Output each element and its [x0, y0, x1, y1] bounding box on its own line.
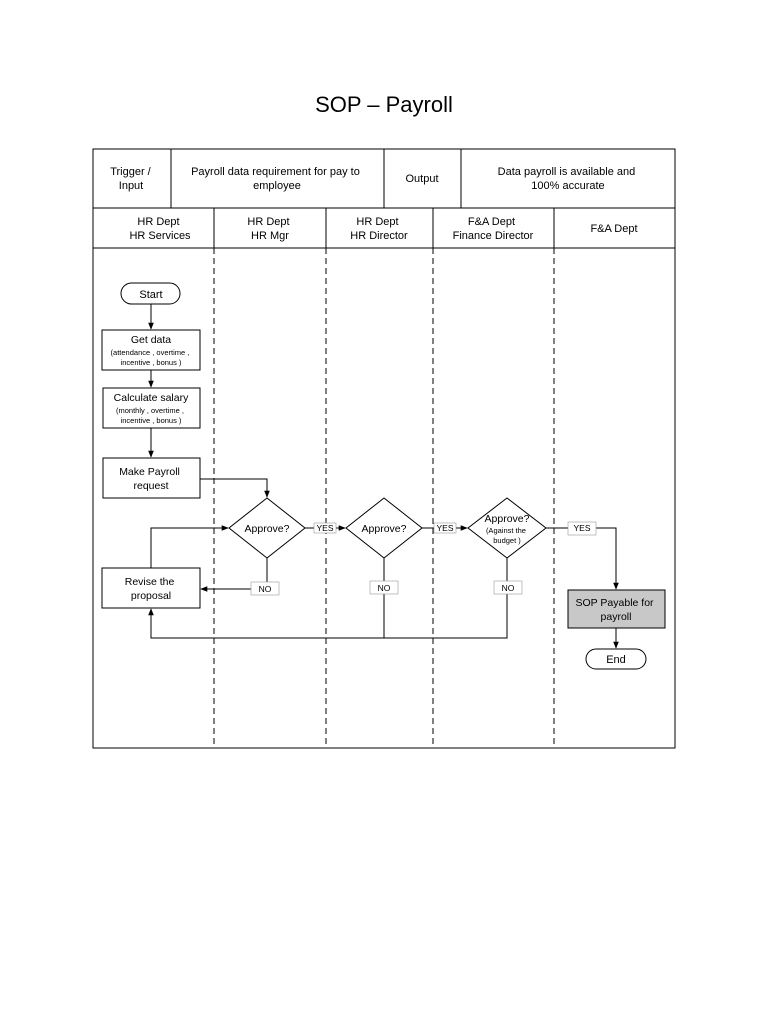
arrow-fin-no [148, 558, 508, 639]
svg-text:YES: YES [316, 523, 333, 533]
sop-payable-node: SOP Payable for payroll [567, 589, 666, 629]
svg-text:NO: NO [259, 584, 272, 594]
lane-separators [213, 208, 555, 748]
lane-header-hr-services: HR Dept HR Services [129, 216, 191, 242]
end-node: End [585, 648, 647, 670]
svg-text:Approve?: Approve? [245, 523, 290, 535]
svg-text:SOP Payable for payroll: SOP Payable for payroll [576, 597, 657, 623]
trigger-label: Trigger / Input [110, 166, 154, 192]
svg-text:Calculate salary: Calculate salary [114, 392, 189, 404]
edge-label-yes-fin: YES [567, 521, 597, 536]
svg-text:(attendance , overtime ,: (attendance , overtime , incentive , bon… [111, 348, 192, 367]
svg-text:Revise the proposal: Revise the proposal [125, 576, 178, 602]
revise-proposal-node: Revise the proposal [101, 567, 201, 609]
edge-label-yes-dir: YES [433, 522, 457, 534]
connectors [148, 304, 619, 649]
lane-header-fa-dept: F&A Dept [590, 223, 637, 235]
arrow-request-to-mgr [200, 478, 270, 498]
output-value: Data payroll is available and 100% accur… [498, 166, 639, 192]
start-node: Start [120, 282, 181, 305]
svg-text:(monthly , overtime , in: (monthly , overtime , incentive , bonus … [116, 406, 186, 425]
svg-text:End: End [606, 654, 626, 666]
lane-header-finance-director: F&A Dept Finance Director [453, 216, 534, 242]
svg-text:NO: NO [378, 583, 391, 593]
edge-label-yes-mgr: YES [313, 522, 337, 534]
svg-text:NO: NO [502, 583, 515, 593]
svg-text:Approve?: Approve? [362, 523, 407, 535]
trigger-value: Payroll data requirement for pay to empl… [191, 166, 363, 192]
approve-mgr-decision: Approve? [228, 497, 306, 559]
svg-text:(Against the budget ): (Against the budget ) [486, 526, 528, 545]
get-data-node: Get data (attendance , overtime , incent… [101, 329, 201, 371]
svg-text:Approve?: Approve? [485, 513, 530, 525]
edge-label-no-fin: NO [493, 580, 523, 595]
svg-text:YES: YES [436, 523, 453, 533]
page-title: SOP – Payroll [315, 92, 453, 117]
edge-label-no-mgr: NO [250, 581, 280, 596]
svg-text:Make Payroll request: Make Payroll request [119, 466, 183, 492]
svg-text:Get data: Get data [131, 334, 171, 346]
approve-finance-decision: Approve? (Against the budget ) [467, 497, 547, 559]
lane-header-hr-director: HR Dept HR Director [350, 216, 408, 242]
svg-text:Start: Start [139, 289, 162, 301]
make-payroll-request-node: Make Payroll request [102, 457, 201, 499]
edge-label-no-dir: NO [369, 580, 399, 595]
calculate-salary-node: Calculate salary (monthly , overtime , i… [102, 387, 201, 429]
arrow-fin-yes [546, 527, 619, 590]
lane-header-hr-mgr: HR Dept HR Mgr [247, 216, 292, 242]
svg-text:YES: YES [573, 523, 590, 533]
output-label: Output [405, 173, 438, 185]
arrow-revise-to-mgr [150, 525, 229, 568]
approve-director-decision: Approve? [345, 497, 423, 559]
